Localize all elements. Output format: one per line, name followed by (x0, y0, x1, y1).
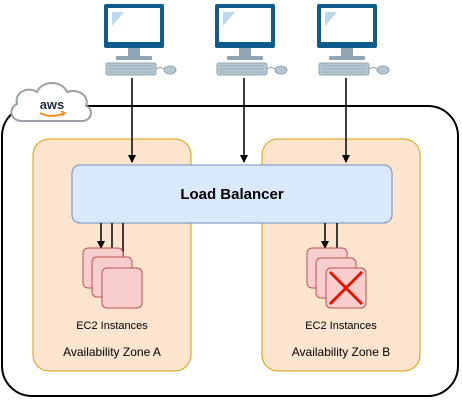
zone-b-name-label: Availability Zone B (292, 345, 391, 359)
zone-a-name-label: Availability Zone A (63, 345, 161, 359)
client-computer-1-icon (104, 4, 177, 76)
client-computer-2-icon (215, 4, 288, 76)
aws-cloud-icon: aws (10, 82, 92, 122)
zone-a-instances-label: EC2 Instances (76, 320, 148, 332)
zone-b-instances-label: EC2 Instances (305, 320, 377, 332)
ec2-instances-zone-a (82, 247, 143, 309)
load-balancer-label: Load Balancer (180, 186, 284, 203)
ec2-instance-a3 (101, 267, 143, 309)
load-balancer-box (71, 164, 393, 224)
ec2-instances-zone-b (306, 247, 367, 309)
client-computer-3-icon (317, 4, 390, 76)
aws-logo-text: aws (40, 97, 65, 112)
client-computers (104, 4, 390, 76)
failed-instance-x-icon (328, 270, 364, 306)
